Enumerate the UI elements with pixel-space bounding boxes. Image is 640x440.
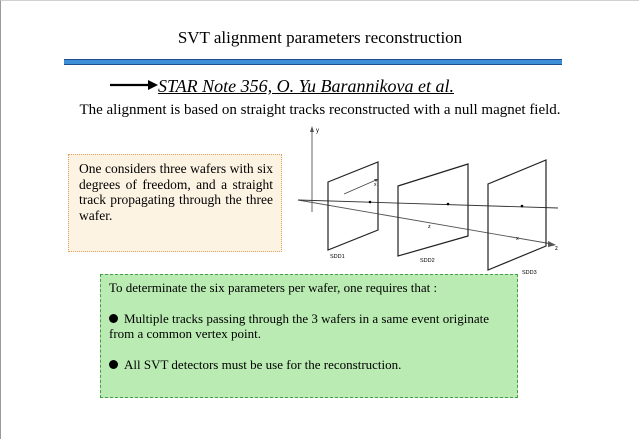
z-axis-label: z [555, 246, 558, 252]
wafer-1-plane [327, 161, 379, 251]
considers-text: One considers three wafers with six degr… [79, 161, 273, 223]
wafer-3-plane [487, 159, 547, 271]
wafer-3-axis-label: x [516, 236, 519, 242]
requirements-box: To determinate the six parameters per wa… [100, 274, 518, 398]
z-axis-line [297, 199, 553, 245]
title-underline-bar [64, 59, 562, 65]
considers-box: One considers three wafers with six degr… [68, 154, 282, 252]
straight-track-line [297, 199, 559, 209]
requirement-text: Multiple tracks passing through the 3 wa… [109, 311, 489, 341]
reference-citation: STAR Note 356, O. Yu Barannikova et al. [158, 76, 454, 96]
requirements-intro: To determinate the six parameters per wa… [109, 280, 438, 295]
wafer-1-axis-label: x [374, 182, 377, 188]
y-axis-arrow [310, 126, 314, 132]
wafer-1-local-axis [343, 179, 377, 195]
wafer-1-hit [368, 200, 372, 204]
intro-sentence: The alignment is based on straight track… [79, 102, 561, 118]
z-axis-arrow [548, 241, 556, 247]
arrow-right-icon [110, 80, 158, 90]
wafer-1-label: SDD1 [330, 254, 345, 260]
wafer-3-hit [520, 204, 524, 208]
wafer-2-hit [446, 202, 450, 206]
wafer-diagram: y z x SDD1 z SDD2 x SDD3 [297, 126, 559, 276]
y-axis-label: y [316, 128, 319, 134]
wafer-2-label: SDD2 [420, 258, 435, 264]
slide-title: SVT alignment parameters reconstruction [177, 28, 463, 47]
bullet-icon [109, 314, 118, 323]
wafer-2-plane [397, 163, 469, 257]
requirement-item: All SVT detectors must be use for the re… [109, 357, 509, 372]
bullet-icon [109, 360, 118, 369]
requirement-text: All SVT detectors must be use for the re… [124, 357, 402, 372]
requirement-item: Multiple tracks passing through the 3 wa… [109, 311, 509, 341]
wafer-2-axis-label: z [428, 224, 431, 230]
wafer-1-axis-arrow [374, 179, 378, 182]
wafer-3-label: SDD3 [522, 270, 537, 276]
